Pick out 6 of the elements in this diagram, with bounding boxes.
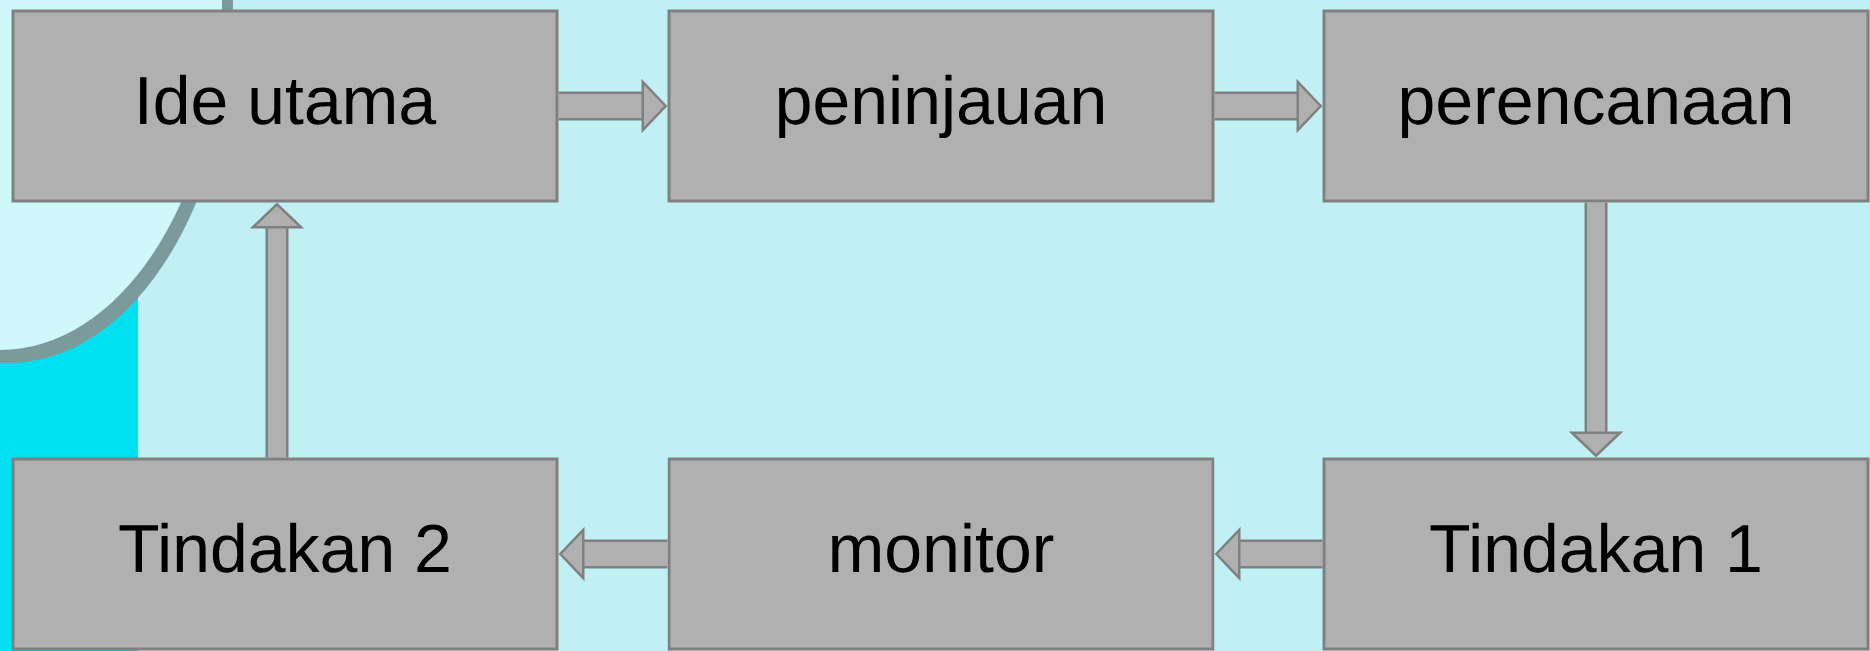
process-box: Tindakan 1: [1322, 457, 1870, 651]
process-box: monitor: [667, 457, 1215, 651]
process-box: perencanaan: [1322, 9, 1870, 203]
process-box: Ide utama: [11, 9, 559, 203]
process-box: peninjauan: [667, 9, 1215, 203]
process-box: Tindakan 2: [11, 457, 559, 651]
